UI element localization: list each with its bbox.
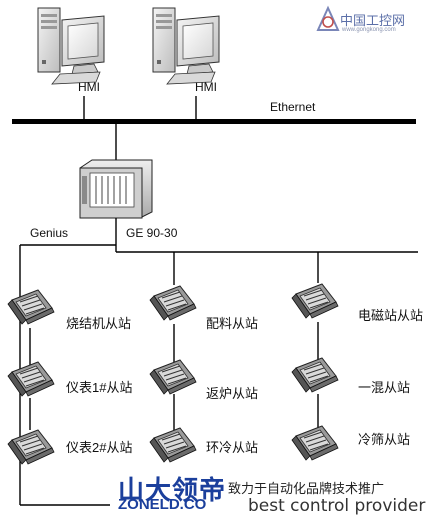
footer-tagline: best control provider — [248, 496, 426, 516]
ethernet-bus — [12, 119, 416, 124]
station-label-return-furnace: 返炉从站 — [206, 386, 259, 401]
watermark-name: 中国工控网 — [340, 14, 406, 29]
ethernet-label: Ethernet — [270, 100, 316, 114]
station-instrument-2 — [7, 429, 55, 465]
watermark-logo — [316, 5, 340, 31]
hmi-computer-2 — [152, 7, 220, 85]
station-label-instrument-1: 仪表1#从站 — [66, 380, 133, 395]
station-sinter-machine — [7, 289, 55, 325]
station-label-electromagnetic: 电磁站从站 — [358, 308, 424, 323]
station-label-ring-cooler: 环冷从站 — [206, 440, 259, 455]
genius-label: Genius — [30, 226, 69, 240]
footer-site: ZONELD.CO — [118, 496, 207, 513]
station-label-primary-mixer: 一混从站 — [358, 380, 411, 395]
hmi-label-2: HMI — [195, 80, 217, 94]
hmi-label-1: HMI — [78, 80, 100, 94]
station-cold-screen — [291, 425, 339, 461]
station-return-furnace — [149, 359, 197, 395]
station-label-cold-screen: 冷筛从站 — [358, 432, 411, 447]
footer-slogan: 致力于自动化品牌技术推广 — [228, 482, 385, 497]
station-label-batching: 配料从站 — [206, 316, 259, 331]
genius-network — [19, 218, 418, 506]
station-electromagnetic — [291, 283, 339, 319]
watermark-url: www.gongkong.com — [342, 27, 396, 33]
station-label-sinter-machine: 烧结机从站 — [66, 316, 132, 331]
controller-label: GE 90-30 — [126, 226, 178, 240]
station-primary-mixer — [291, 357, 339, 393]
plc-rack — [79, 159, 153, 219]
footer-brand: 山大领帝 — [118, 476, 227, 506]
hmi-computer-1 — [37, 7, 105, 85]
station-batching — [149, 285, 197, 321]
station-instrument-1 — [7, 361, 55, 397]
station-label-instrument-2: 仪表2#从站 — [66, 440, 133, 455]
station-ring-cooler — [149, 427, 197, 463]
